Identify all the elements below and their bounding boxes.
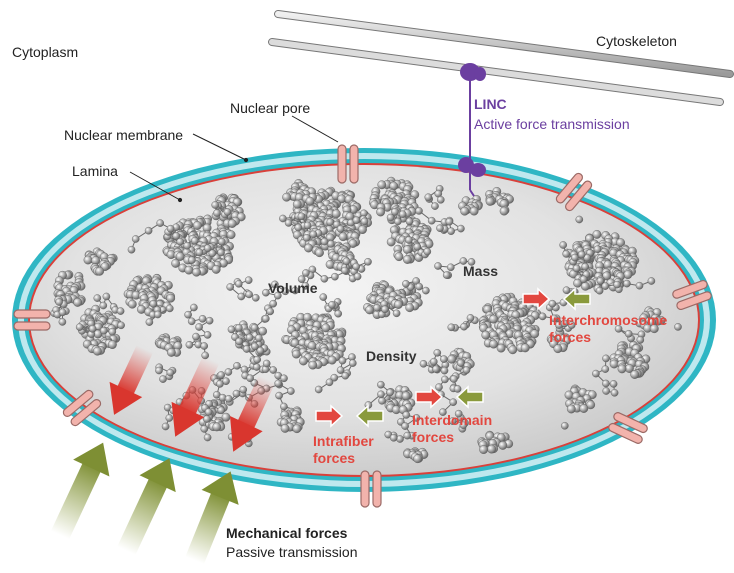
linc-title: LINC [474,96,507,112]
interchromosome-label-line2: forces [549,329,591,345]
cytoplasm-label: Cytoplasm [12,44,78,60]
cytoskeleton-label: Cytoskeleton [596,33,677,49]
nuclear-membrane-label: Nuclear membrane [64,127,183,143]
mechanical-forces-title: Mechanical forces [226,525,347,541]
interdomain-label-line2: forces [412,429,454,445]
intrafiber-label-line1: Intrafiber [313,433,374,449]
linc-subtitle: Active force transmission [474,116,630,132]
cytoskeleton-filaments [272,14,730,102]
mechanical-forces-subtitle: Passive transmission [226,544,358,560]
density-label: Density [366,348,417,364]
mass-label: Mass [463,263,498,279]
interchromosome-label-line1: Interchromosome [549,312,667,328]
nuclear-pore-label: Nuclear pore [230,100,310,116]
interdomain-label-line1: Interdomain [412,412,492,428]
intrafiber-label-line2: forces [313,450,355,466]
lamina-label: Lamina [72,163,118,179]
volume-label: Volume [268,280,318,296]
